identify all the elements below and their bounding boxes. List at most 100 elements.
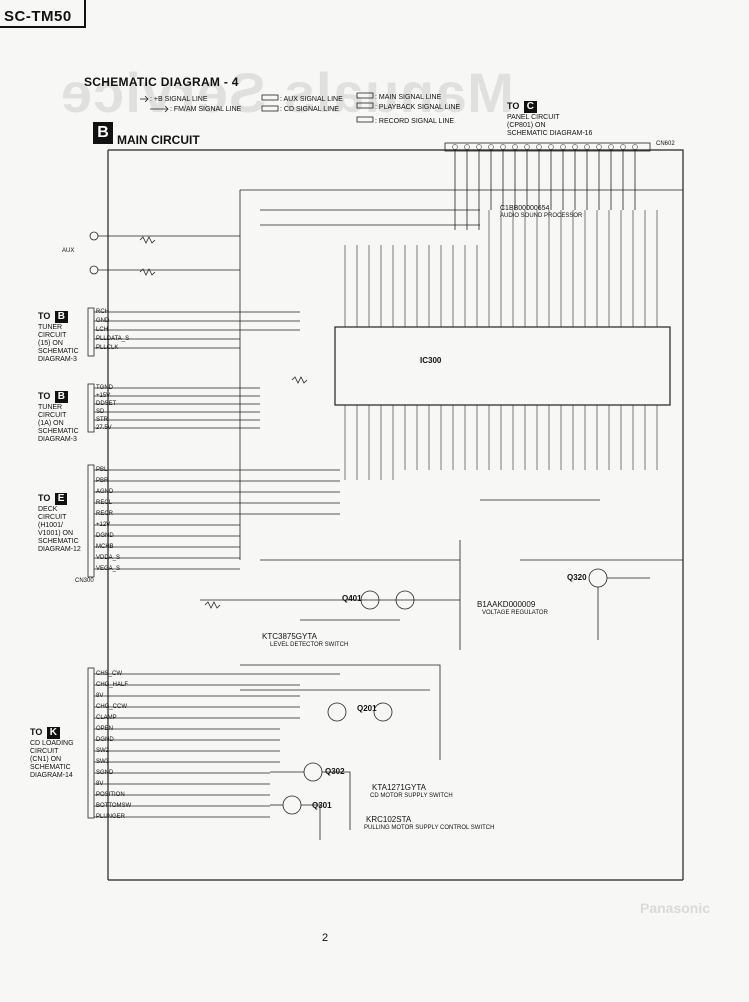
panel-line-3: SCHEMATIC DIAGRAM-16 — [507, 130, 593, 137]
tuner1-tag: B — [54, 311, 69, 323]
pin-label: OPEN — [96, 726, 114, 732]
pin-label: AGND — [96, 489, 114, 495]
pin-label: GND — [96, 318, 110, 324]
pin-label: PLLCLK — [96, 345, 119, 351]
tuner2-block: TO B TUNER CIRCUIT (1A) ON SCHEMATIC DIA… — [38, 386, 88, 444]
q301-part: KRC102STA — [366, 815, 412, 824]
deck-l5: SCHEMATIC — [38, 538, 79, 545]
panel-line-1: PANEL CIRCUIT — [507, 114, 560, 121]
cd-block: TO K CD LOADING CIRCUIT (CN1) ON SCHEMAT… — [30, 722, 88, 780]
connector-cn300: CN300 — [75, 578, 94, 584]
deck-l6: DIAGRAM-12 — [38, 546, 81, 553]
model-name: SC-TM50 — [4, 8, 72, 25]
cd-l2: CIRCUIT — [30, 748, 59, 755]
tuner2-l2: CIRCUIT — [38, 412, 67, 419]
pin-label: DGND — [96, 533, 114, 539]
aux-label: AUX — [62, 248, 75, 254]
tuner1-to: TO — [38, 311, 51, 321]
q401-part: KTC3875GYTA — [262, 632, 317, 641]
pin-label: POSITION — [96, 792, 125, 798]
ic300-part: C1BB00000654 — [500, 205, 550, 212]
pin-label: PBR — [96, 478, 109, 484]
reg-part: B1AAKD000009 — [477, 600, 536, 609]
pin-label: LCH — [96, 327, 109, 333]
pin-label: PLUNGER — [96, 814, 126, 820]
reg-desc: VOLTAGE REGULATOR — [482, 610, 548, 616]
q320-label: Q320 — [567, 573, 587, 582]
pin-label: +12V — [96, 522, 111, 528]
pin-label: CLAMP — [96, 715, 117, 721]
pin-label: RECL — [96, 500, 113, 506]
cd-tag: K — [46, 727, 61, 739]
connector-cn602: CN602 — [656, 141, 675, 147]
pin-label: SGND — [96, 770, 114, 776]
legend-main: : MAIN SIGNAL LINE — [375, 94, 442, 101]
ic300-label: IC300 — [420, 356, 442, 365]
tuner1-l1: TUNER — [38, 324, 63, 331]
deck-l1: DECK — [38, 506, 58, 513]
legend-cd: : CD SIGNAL LINE — [280, 106, 339, 113]
cd-l3: (CN1) ON — [30, 756, 62, 763]
pin-label: VEGA_S — [96, 566, 121, 572]
tuner2-l3: (1A) ON — [38, 420, 64, 427]
pin-label: MCHB — [96, 544, 114, 550]
pin-label: DDSET — [96, 401, 117, 407]
legend-record: : RECORD SIGNAL LINE — [375, 118, 455, 125]
deck-l2: CIRCUIT — [38, 514, 67, 521]
model-divider — [84, 0, 86, 28]
tuner1-block: TO B TUNER CIRCUIT (15) ON SCHEMATIC DIA… — [38, 306, 88, 364]
pin-label: RCH — [96, 309, 109, 315]
pin-label: 8V — [96, 693, 104, 699]
tuner2-l1: TUNER — [38, 404, 63, 411]
pin-label: BOTTOMSW — [96, 803, 132, 809]
tuner2-to: TO — [38, 391, 51, 401]
q301-desc: PULLING MOTOR SUPPLY CONTROL SWITCH — [364, 825, 495, 831]
legend-aux: : AUX SIGNAL LINE — [280, 96, 343, 103]
panel-to: TO — [507, 101, 520, 111]
q201-label: Q201 — [357, 704, 377, 713]
pin-label: CHG_CCW — [96, 704, 127, 710]
pin-label: 27.5V — [96, 425, 112, 431]
pin-label: CHS_CW — [96, 671, 123, 677]
section-tag: B — [93, 122, 113, 144]
tuner1-l5: DIAGRAM-3 — [38, 356, 77, 363]
tuner2-l4: SCHEMATIC — [38, 428, 79, 435]
panel-line-2: (CP801) ON — [507, 122, 546, 129]
deck-l4: V1001) ON — [38, 530, 74, 537]
deck-block: TO E DECK CIRCUIT (H1001/ V1001) ON SCHE… — [38, 488, 88, 554]
deck-l3: (H1001/ — [38, 522, 63, 529]
pin-label: 8V — [96, 781, 104, 787]
cd-l5: DIAGRAM-14 — [30, 772, 73, 779]
legend-playback: : PLAYBACK SIGNAL LINE — [375, 104, 461, 111]
pin-label: SW3 — [96, 759, 110, 765]
q302-part: KTA1271GYTA — [372, 783, 426, 792]
panel-tag: C — [523, 101, 538, 113]
ic300-desc: AUDIO SOUND PROCESSOR — [500, 213, 583, 219]
deck-to: TO — [38, 493, 51, 503]
q302-label: Q302 — [325, 767, 345, 776]
tuner1-l2: CIRCUIT — [38, 332, 67, 339]
pin-label: PLLDATA_S — [96, 336, 130, 342]
legend-fmam: : FM/AM SIGNAL LINE — [170, 106, 242, 113]
q401-desc: LEVEL DETECTOR SWITCH — [270, 642, 349, 648]
pin-label: +15V — [96, 393, 111, 399]
section-name: MAIN CIRCUIT — [117, 133, 200, 147]
tuner2-l5: DIAGRAM-3 — [38, 436, 77, 443]
diagram-title: SCHEMATIC DIAGRAM - 4 — [84, 75, 239, 89]
pin-label: DGND — [96, 737, 114, 743]
tuner2-tag: B — [54, 391, 69, 403]
pin-label: SD — [96, 409, 105, 415]
model-underline — [0, 26, 84, 28]
pin-label: PBL — [96, 467, 108, 473]
q401-label: Q401 — [342, 594, 362, 603]
q301-label: Q301 — [312, 801, 332, 810]
brand-watermark: Panasonic — [640, 900, 711, 916]
cd-to: TO — [30, 727, 43, 737]
legend-bsignal: : +B SIGNAL LINE — [150, 96, 208, 103]
panel-block: TO C PANEL CIRCUIT (CP801) ON SCHEMATIC … — [507, 96, 592, 138]
pin-label: SW2 — [96, 748, 110, 754]
tuner1-l3: (15) ON — [38, 340, 63, 347]
pin-label: VDDA_S — [96, 555, 121, 561]
cd-l4: SCHEMATIC — [30, 764, 71, 771]
